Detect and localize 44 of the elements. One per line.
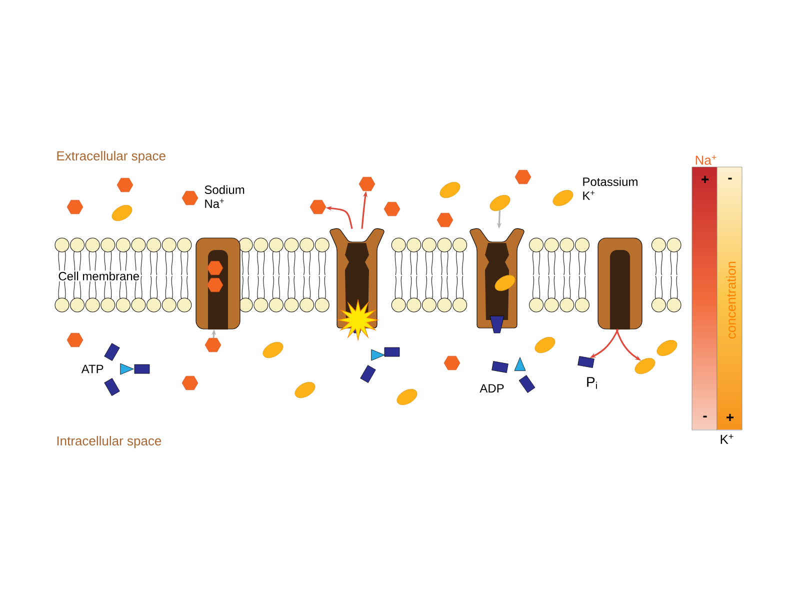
ion-label: Sodium Na$^{+}$: [204, 185, 244, 208]
region-label: Extracellular space: [57, 150, 166, 164]
potassium-ion: [494, 274, 516, 292]
potassium-ion: [490, 194, 510, 212]
sodium-ion: [206, 278, 224, 292]
sodium-ion: [182, 190, 198, 206]
sodium-ion: [358, 176, 376, 192]
sodium-ion: [66, 200, 84, 214]
membrane-label: Cell membrane: [57, 270, 141, 282]
potassium-ion: [534, 336, 556, 354]
potassium-ion: [440, 182, 460, 198]
ion-label: Potassium K$^{+}$: [583, 177, 638, 200]
sodium-ion: [204, 338, 222, 352]
sodium-ion: [116, 178, 134, 192]
sign-label: +: [702, 176, 709, 183]
molecule-label: ADP: [480, 384, 504, 392]
sign-label: +: [726, 414, 734, 422]
sodium-ion: [310, 200, 326, 214]
pump-protein-drawing: [598, 238, 642, 330]
sodium-ion: [182, 376, 198, 390]
pump-protein-drawing: [470, 228, 524, 334]
sodium-ion: [436, 212, 454, 228]
potassium-ion: [112, 204, 132, 222]
potassium-ion: [396, 388, 418, 406]
sodium-ion: [66, 332, 84, 348]
potassium-ion: [262, 342, 284, 358]
molecule-label: ATP: [81, 364, 104, 374]
phosphate-icon: [578, 356, 594, 368]
potassium-ion: [294, 382, 316, 398]
ion-label: Na$^{+}$: [696, 155, 716, 165]
potassium-ion: [552, 190, 574, 206]
sodium-ion: [206, 260, 224, 276]
sodium-ion: [384, 202, 400, 216]
potassium-ion: [634, 358, 656, 374]
label: P$_{i}$: [587, 377, 597, 389]
region-label: Intracellular space: [57, 436, 162, 448]
sodium-ion: [514, 170, 532, 184]
axis-label: concentration: [726, 262, 736, 338]
pump-protein-drawing: [196, 238, 240, 330]
sodium-ion: [444, 356, 460, 370]
sign-label: -: [728, 178, 732, 180]
potassium-ion: [656, 340, 678, 356]
sign-label: -: [703, 416, 707, 418]
ion-label: K$^{+}$: [720, 434, 734, 444]
